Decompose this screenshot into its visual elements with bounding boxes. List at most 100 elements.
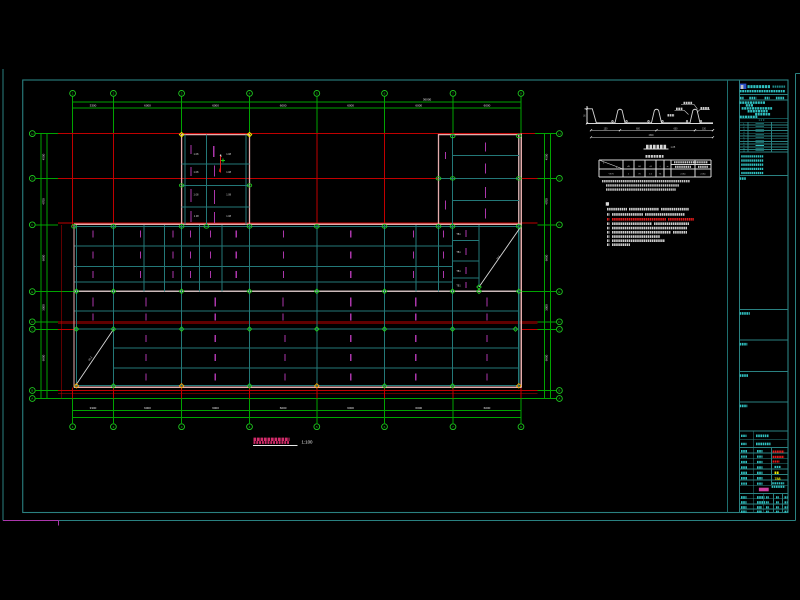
- svg-text:6: 6: [384, 425, 386, 429]
- svg-text:5: 5: [316, 425, 318, 429]
- svg-text:TL1: TL1: [495, 254, 501, 260]
- svg-text:6900: 6900: [544, 354, 548, 361]
- svg-text:1.08: 1.08: [226, 193, 231, 196]
- svg-text:3000: 3000: [41, 304, 45, 311]
- svg-text:B: B: [558, 389, 560, 393]
- svg-text:1: 1: [72, 92, 74, 96]
- svg-text:150: 150: [604, 128, 609, 130]
- svg-text:1: 1: [628, 173, 630, 175]
- svg-text:G: G: [31, 177, 34, 181]
- svg-text:6000: 6000: [280, 406, 287, 410]
- svg-text:3300: 3300: [90, 103, 97, 107]
- svg-text:6000: 6000: [347, 406, 354, 410]
- svg-text:4: 4: [603, 163, 605, 165]
- svg-text:YX76: YX76: [608, 173, 614, 175]
- svg-text:6000: 6000: [144, 103, 151, 107]
- svg-text:6000: 6000: [144, 406, 151, 410]
- svg-text:2.0kn: 2.0kn: [680, 173, 686, 175]
- svg-text:H: H: [31, 132, 33, 136]
- svg-text:11: 11: [743, 151, 746, 153]
- svg-text:6: 6: [384, 92, 386, 96]
- svg-text:KL1: KL1: [87, 355, 93, 362]
- svg-text:7: 7: [452, 92, 454, 96]
- svg-text:E: E: [31, 290, 33, 294]
- svg-text:6800: 6800: [41, 254, 45, 261]
- svg-text:E: E: [558, 290, 560, 294]
- svg-text:4: 4: [743, 132, 745, 134]
- svg-text:1:25: 1:25: [671, 146, 676, 149]
- svg-text:1.08: 1.08: [226, 171, 231, 174]
- svg-text:8: 8: [520, 425, 522, 429]
- svg-text:5: 5: [316, 92, 318, 96]
- svg-text:A: A: [558, 397, 560, 401]
- svg-text:1.08: 1.08: [194, 215, 199, 218]
- svg-text:2: 2: [113, 92, 115, 96]
- svg-text:1:100: 1:100: [302, 439, 314, 444]
- svg-text:6: 6: [743, 137, 745, 139]
- svg-text:4500: 4500: [544, 153, 548, 160]
- svg-text:▓: ▓: [741, 84, 744, 89]
- svg-text:1.5: 1.5: [649, 173, 653, 175]
- svg-text:1.08: 1.08: [194, 153, 199, 156]
- svg-text:10: 10: [743, 148, 746, 150]
- svg-text:4: 4: [249, 92, 251, 96]
- svg-text:F: F: [31, 223, 33, 227]
- svg-text:H: H: [558, 132, 560, 136]
- svg-text:D: D: [31, 320, 34, 324]
- svg-text:t: t: [660, 165, 661, 168]
- svg-text:6000: 6000: [280, 103, 287, 107]
- svg-text:3: 3: [743, 129, 745, 131]
- svg-text:7: 7: [743, 140, 745, 142]
- svg-text:1.08: 1.08: [194, 193, 199, 196]
- svg-text:s9: s9: [649, 166, 652, 168]
- svg-text:6000: 6000: [347, 103, 354, 107]
- svg-text:76: 76: [638, 173, 641, 175]
- svg-text:1: 1: [72, 425, 74, 429]
- svg-text:5: 5: [743, 135, 745, 137]
- svg-text:3: 3: [181, 425, 183, 429]
- svg-text:1.08: 1.08: [226, 153, 231, 156]
- svg-text:6000: 6000: [415, 103, 422, 107]
- svg-text:3: 3: [181, 92, 183, 96]
- svg-text:788: 788: [775, 477, 781, 481]
- svg-text:C: C: [558, 328, 561, 332]
- svg-text:6000: 6000: [415, 406, 422, 410]
- svg-text:76: 76: [659, 173, 662, 175]
- svg-text:1.08: 1.08: [194, 171, 199, 174]
- svg-text:6000: 6000: [484, 103, 491, 107]
- svg-text:4500: 4500: [41, 153, 45, 160]
- svg-text:C: C: [31, 328, 34, 332]
- svg-text:4700: 4700: [544, 198, 548, 205]
- svg-text:8: 8: [743, 143, 745, 145]
- svg-text:4: 4: [616, 167, 618, 169]
- svg-text:TB1: TB1: [456, 252, 461, 254]
- svg-text:TB1: TB1: [456, 271, 461, 273]
- svg-text:6800: 6800: [544, 254, 548, 261]
- svg-text:3000: 3000: [544, 304, 548, 311]
- svg-text:1 2 3: 1 2 3: [759, 118, 765, 122]
- svg-text:3300: 3300: [90, 406, 97, 410]
- svg-text:150: 150: [702, 128, 707, 130]
- svg-text:TB1: TB1: [456, 234, 461, 236]
- svg-text:2: 2: [113, 425, 115, 429]
- svg-text:h8: h8: [638, 166, 641, 168]
- svg-text:36000: 36000: [423, 98, 432, 102]
- svg-text:6000: 6000: [212, 103, 219, 107]
- svg-text:7: 7: [452, 425, 454, 429]
- svg-text:F: F: [558, 223, 560, 227]
- svg-text:1500: 1500: [648, 135, 654, 137]
- svg-text:G: G: [558, 177, 561, 181]
- svg-text:2: 2: [743, 126, 745, 128]
- svg-text:A: A: [31, 397, 33, 401]
- svg-text:6000: 6000: [484, 406, 491, 410]
- svg-text:1: 1: [743, 124, 745, 126]
- svg-text:w: w: [667, 166, 669, 168]
- svg-text:8: 8: [520, 92, 522, 96]
- svg-text:4700: 4700: [41, 198, 45, 205]
- svg-text:d5: d5: [627, 166, 630, 168]
- svg-text:TB1: TB1: [456, 286, 461, 288]
- svg-text:9: 9: [743, 146, 745, 148]
- svg-text:6900: 6900: [41, 354, 45, 361]
- svg-text:4: 4: [249, 425, 251, 429]
- svg-text:1.08: 1.08: [226, 215, 231, 218]
